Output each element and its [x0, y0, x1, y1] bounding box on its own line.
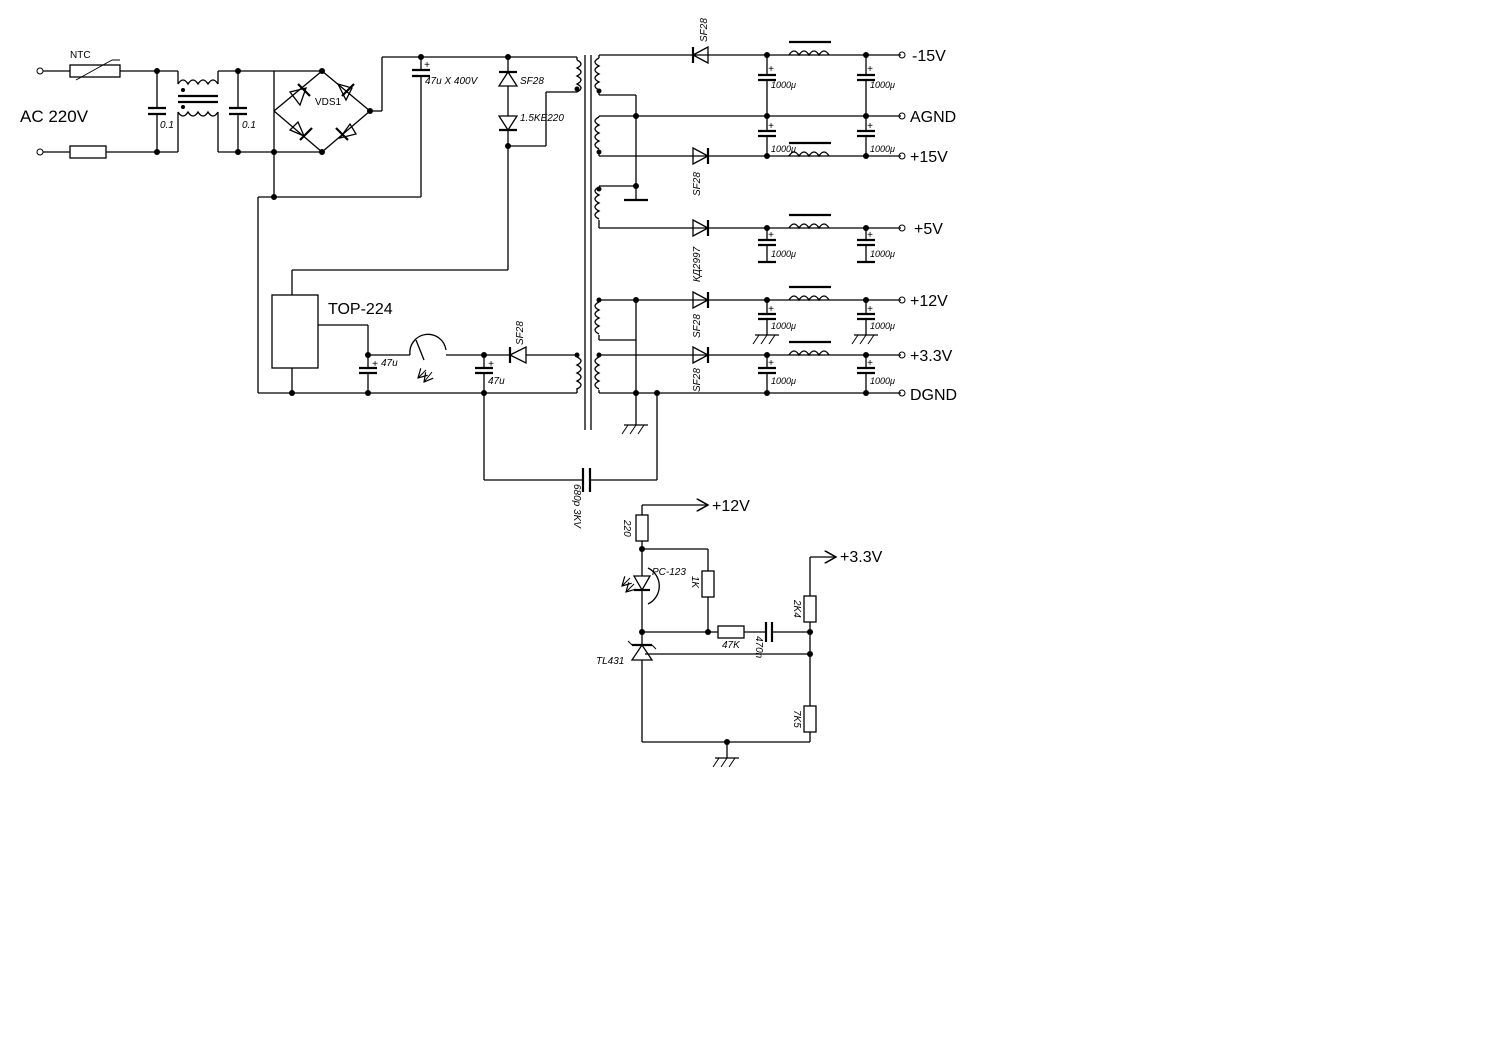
diode-minus15-label: SF28: [699, 18, 710, 42]
ntc-label: NTC: [70, 50, 91, 61]
secondary-wiring: [598, 54, 901, 435]
svg-text:+: +: [372, 359, 378, 370]
cap-in-plus15: 1000μ: [771, 144, 796, 154]
cap2-label: 0.1: [242, 120, 256, 131]
cap-out-plus12: 1000μ: [870, 321, 895, 331]
cap-in-minus15: 1000μ: [771, 80, 796, 90]
bridge-label: VDS1: [315, 97, 342, 108]
r-upper-label: 2K4: [791, 599, 802, 618]
bulk-cap-label: 47u X 400V: [425, 76, 479, 87]
diode-plus5-label: КД2997: [692, 246, 703, 282]
svg-text:+: +: [867, 230, 873, 241]
flyback-transformer: [574, 55, 602, 430]
ntc-thermistor: [69, 64, 121, 78]
rail-minus15: SF28 + 1000μ + 1000μ: [691, 18, 895, 116]
cap-out-plus15: 1000μ: [870, 144, 895, 154]
svg-text:+: +: [867, 358, 873, 369]
feedback-section: +12V 220 1K PC-123 47K 470n: [596, 498, 883, 768]
svg-text:+: +: [867, 304, 873, 315]
output-filters: SF28 + 1000μ + 1000μ SF28 +: [691, 18, 895, 396]
cap-out-plus33: 1000μ: [870, 376, 895, 386]
rail-plus15: SF28 + 1000μ + 1000μ: [692, 116, 895, 196]
svg-text:+: +: [768, 64, 774, 75]
svg-text:+: +: [488, 359, 494, 370]
r-1k-label: 1K: [689, 576, 700, 590]
rail-label-minus15: -15V: [912, 48, 946, 65]
diode-plus33-label: SF28: [692, 368, 703, 392]
resistor-220: [635, 514, 649, 542]
bridge-rectifier: VDS1: [271, 57, 383, 200]
svg-text:+: +: [768, 230, 774, 241]
bias-cap-b-label: 47u: [488, 376, 505, 387]
r-47k-label: 47K: [722, 640, 741, 651]
cap-in-plus5: 1000μ: [771, 249, 796, 259]
cap-out-plus5: 1000μ: [870, 249, 895, 259]
y-cap-label: 680p 3KV: [571, 484, 582, 529]
cap-470n-label: 470n: [753, 636, 764, 659]
feedback-sense-label: +3.3V: [840, 549, 883, 566]
top224-chip: [271, 294, 319, 369]
opto-label: PC-123: [652, 567, 686, 578]
bias-diode-label: SF28: [515, 321, 526, 345]
resistor-7k5: [803, 705, 817, 733]
rail-label-plus5: +5V: [914, 221, 943, 238]
cap-in-plus12: 1000μ: [771, 321, 796, 331]
rail-plus5: КД2997 + 1000μ + 1000μ: [692, 213, 895, 282]
tvs-label: 1.5KE220: [520, 113, 564, 124]
rail-plus33: SF28 + 1000μ + 1000μ: [692, 340, 895, 396]
cap-out-minus15: 1000μ: [870, 80, 895, 90]
r-top-label: 220: [621, 519, 632, 537]
fuse: [69, 145, 107, 159]
svg-text:+: +: [867, 64, 873, 75]
svg-text:+: +: [424, 60, 430, 71]
svg-text:+: +: [768, 304, 774, 315]
ac-terminal-top: [36, 67, 44, 75]
clamp-diode-label: SF28: [520, 76, 544, 87]
rail-plus12: SF28 + 1000μ + 1000μ: [692, 285, 895, 345]
feedback-supply-label: +12V: [712, 498, 750, 515]
rail-label-dgnd: DGND: [910, 387, 957, 404]
common-mode-choke: [177, 71, 219, 152]
rail-label-plus33: +3.3V: [910, 348, 953, 365]
controller-section: TOP-224 + 47u + 47u S: [258, 294, 658, 529]
rail-label-agnd: AGND: [910, 109, 956, 126]
cap-in-plus33: 1000μ: [771, 376, 796, 386]
svg-text:+: +: [867, 121, 873, 132]
resistor-47k: [717, 625, 745, 639]
output-terminals: -15V AGND +15V +5V +12V +3.3V DGND: [898, 48, 957, 404]
rail-label-plus15: +15V: [910, 149, 948, 166]
diode-plus12-label: SF28: [692, 314, 703, 338]
ac-terminal-bottom: [36, 148, 44, 156]
rail-label-plus12: +12V: [910, 293, 948, 310]
ac-input-label: AC 220V: [20, 107, 89, 126]
bias-cap-a-label: 47u: [381, 358, 398, 369]
controller-label: TOP-224: [328, 301, 393, 318]
resistor-1k: [701, 570, 715, 598]
cap1-label: 0.1: [160, 120, 174, 131]
r-lower-label: 7K5: [791, 710, 802, 728]
diode-plus15-label: SF28: [692, 172, 703, 196]
svg-text:+: +: [768, 358, 774, 369]
resistor-2k4: [803, 595, 817, 623]
ac-input-section: AC 220V NTC 0.1: [20, 50, 274, 159]
tl431-label: TL431: [596, 656, 624, 667]
svg-text:+: +: [768, 121, 774, 132]
primary-bus: + 47u X 400V SF28 1.5KE220: [257, 54, 577, 393]
